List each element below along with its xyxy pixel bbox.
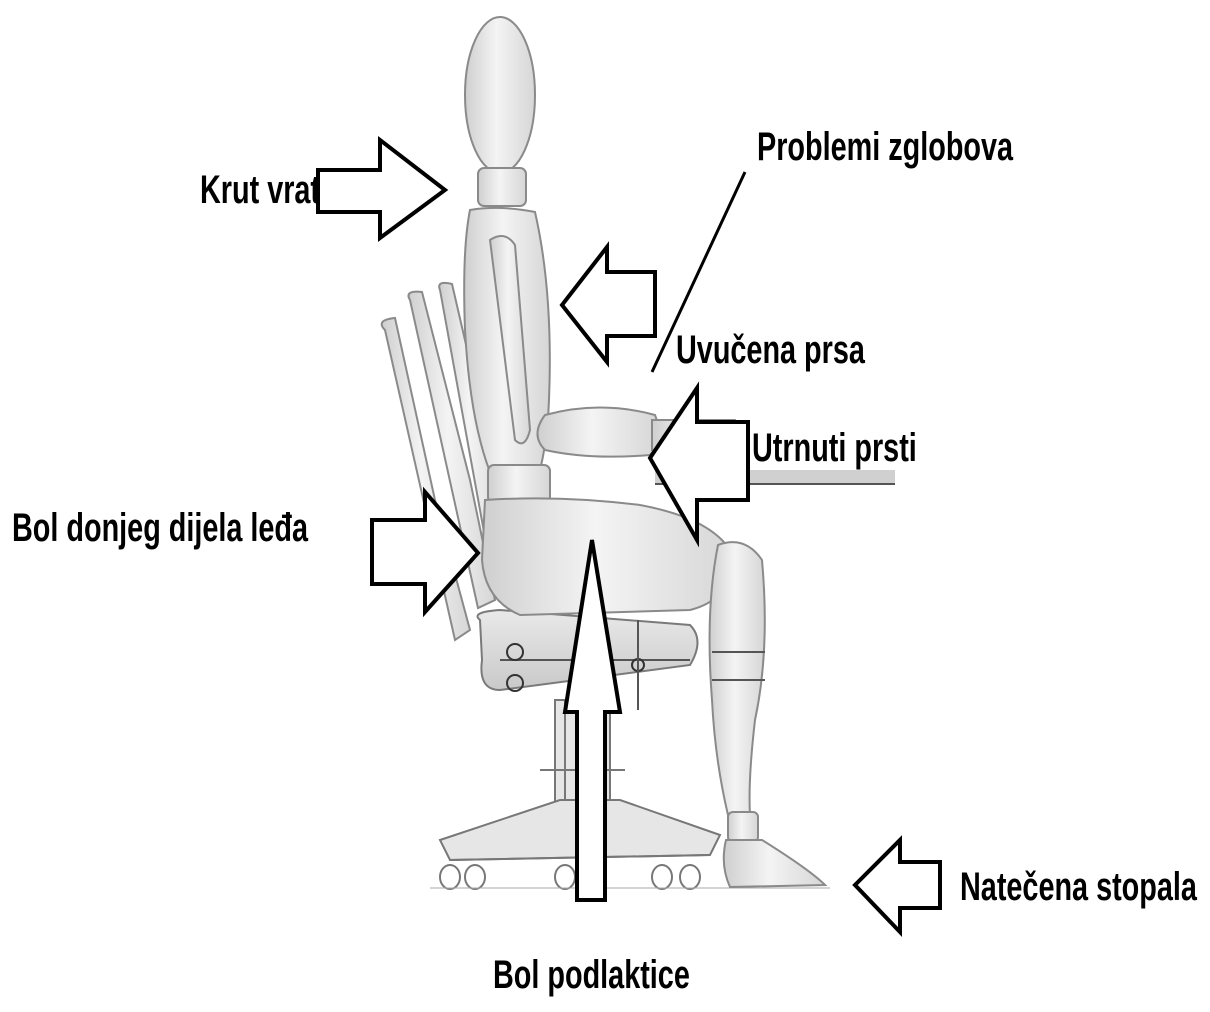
label-bol-podlaktice: Bol podlaktice	[493, 955, 690, 995]
arrow-uvucena-prsa	[562, 247, 655, 362]
label-utrnuti-prsti: Utrnuti prsti	[752, 428, 917, 468]
forearm	[538, 408, 660, 457]
lower-leg	[710, 542, 765, 815]
neck	[478, 168, 526, 206]
label-krut-vrat: Krut vrat	[200, 170, 320, 210]
arrow-krut-vrat	[318, 140, 445, 238]
label-problemi-zglobova: Problemi zglobova	[757, 127, 1013, 167]
head	[465, 17, 535, 173]
foot	[724, 840, 825, 887]
label-bol-donjeg-dijela-leda: Bol donjeg dijela leđa	[12, 508, 308, 548]
label-uvucena-prsa: Uvučena prsa	[676, 330, 865, 370]
label-natecena-stopala: Natečena stopala	[960, 867, 1197, 907]
arrow-natecena-stopala	[855, 840, 940, 932]
waist	[488, 465, 550, 503]
ankle	[728, 812, 758, 842]
